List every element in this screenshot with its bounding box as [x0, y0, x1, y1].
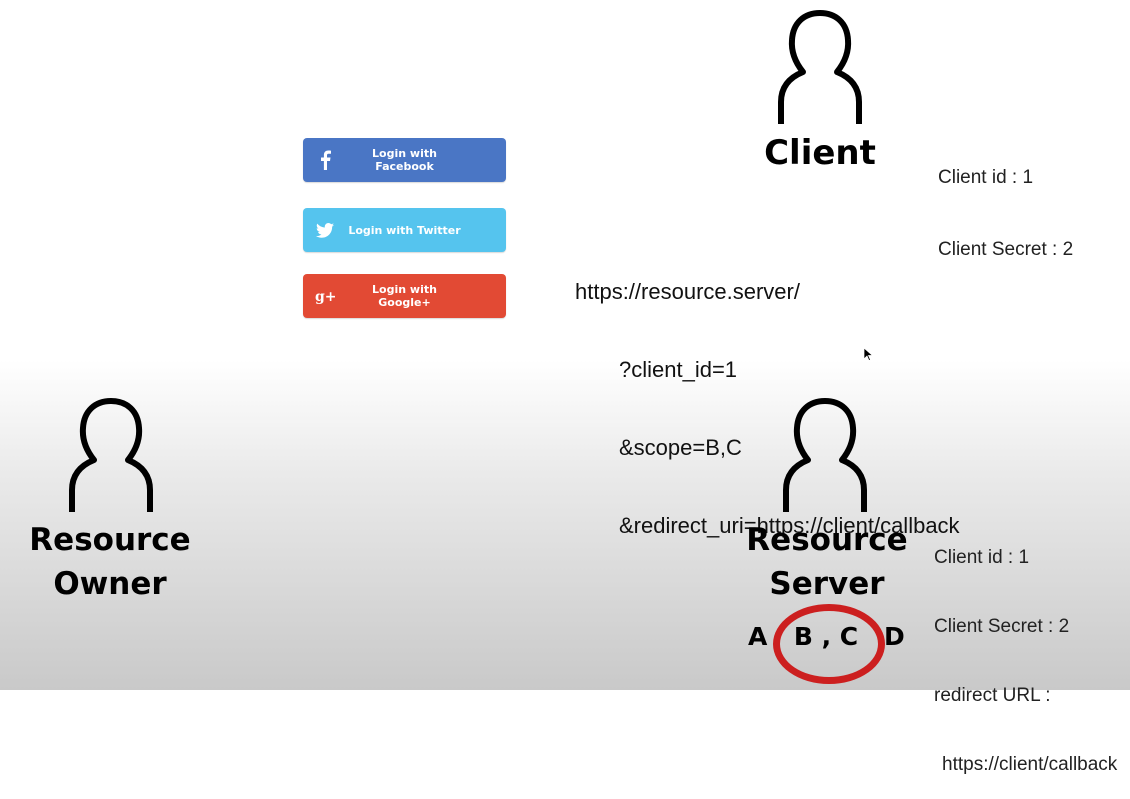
resource-owner-label-line2: Owner	[53, 566, 167, 602]
url-param-redirect-uri: &redirect_uri=https://client/callback	[619, 513, 960, 538]
rs-redirect-url-label: redirect URL :	[934, 685, 1051, 706]
resource-server-label-line2: Server	[769, 566, 885, 602]
client-secret-text: Client Secret : 2	[938, 239, 1074, 260]
login-twitter-label: Login with Twitter	[348, 223, 461, 237]
svg-text:g+: g+	[315, 289, 335, 304]
login-google-plus-button[interactable]: g+ Login with Google+	[303, 274, 506, 318]
resource-owner-label-line1: Resource	[29, 522, 191, 558]
google-plus-icon: g+	[303, 288, 347, 304]
client-info: Client id : 1 Client Secret : 2	[938, 118, 1073, 286]
authorization-url: https://resource.server/ ?client_id=1 &s…	[575, 227, 960, 565]
scope-d: D	[884, 622, 905, 651]
resource-server-person-icon	[780, 398, 870, 513]
url-param-client-id: ?client_id=1	[619, 357, 738, 382]
client-label: Client	[764, 133, 876, 173]
resource-server-info: Client id : 1 Client Secret : 2 redirect…	[934, 500, 1117, 799]
login-google-plus-label: Login with Google+	[372, 283, 437, 309]
scope-selected: B , C	[793, 622, 859, 651]
client-id-text: Client id : 1	[938, 167, 1034, 188]
resource-server-label-line1: Resource	[746, 522, 908, 558]
facebook-icon	[303, 150, 347, 170]
rs-redirect-url-value: https://client/callback	[942, 754, 1118, 775]
resource-server-label: Resource Server	[727, 518, 927, 606]
scope-a: A	[748, 622, 768, 651]
login-facebook-label: Login with Facebook	[372, 147, 437, 173]
rs-client-secret-text: Client Secret : 2	[934, 616, 1070, 637]
twitter-icon	[303, 222, 347, 238]
scope-highlight-circle	[773, 604, 885, 684]
login-twitter-button[interactable]: Login with Twitter	[303, 208, 506, 252]
url-base: https://resource.server/	[575, 279, 800, 304]
url-param-scope: &scope=B,C	[619, 435, 742, 460]
resource-owner-label: Resource Owner	[10, 518, 210, 606]
resource-owner-person-icon	[66, 398, 156, 513]
mouse-cursor-icon	[863, 346, 874, 365]
client-person-icon	[775, 10, 865, 125]
rs-client-id-text: Client id : 1	[934, 547, 1030, 568]
login-facebook-button[interactable]: Login with Facebook	[303, 138, 506, 182]
